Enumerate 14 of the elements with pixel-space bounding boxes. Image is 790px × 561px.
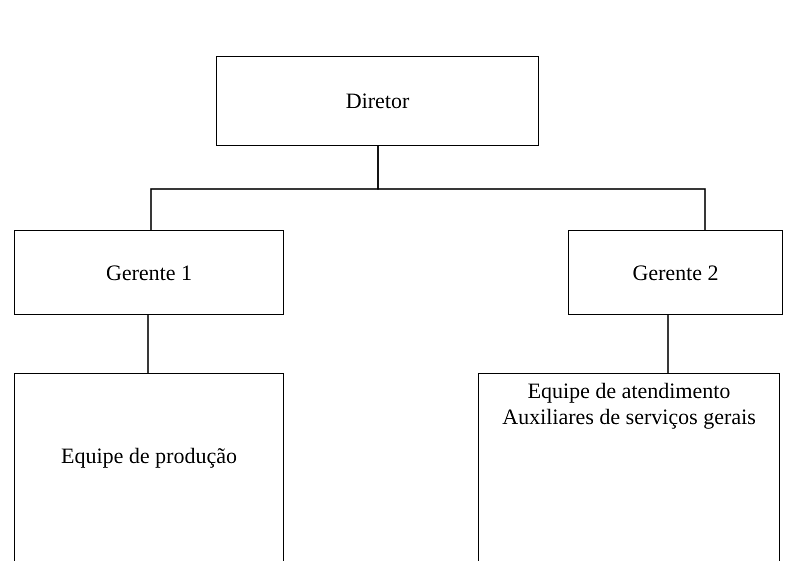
connector-line	[667, 315, 669, 373]
box-label: Gerente 2	[632, 260, 719, 286]
org-box	[568, 230, 783, 315]
box-label: Equipe de produção	[61, 442, 237, 468]
org-box	[14, 373, 284, 561]
box-label: Gerente 1	[106, 260, 192, 286]
org-box	[478, 373, 780, 561]
box-label: Equipe de atendimento	[528, 378, 730, 404]
org-box	[14, 230, 284, 315]
connector-line	[147, 315, 149, 373]
box-label: Auxiliares de serviços gerais	[502, 404, 756, 430]
connector-line	[377, 146, 706, 230]
org-box	[216, 56, 539, 146]
box-label: Diretor	[346, 88, 410, 114]
